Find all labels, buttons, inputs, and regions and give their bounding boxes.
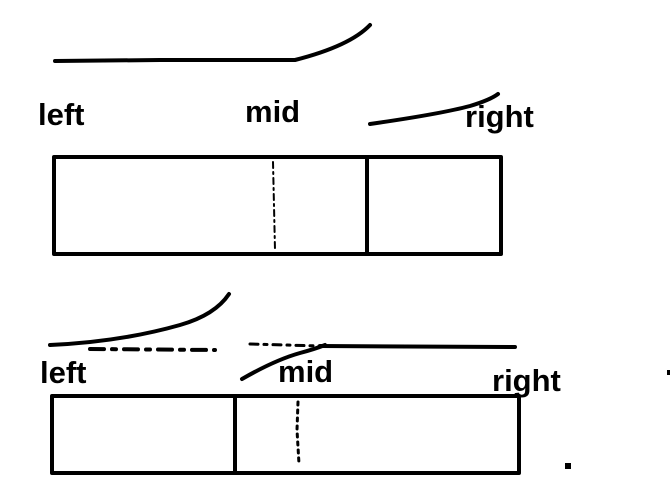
bottom-label-left: left (40, 355, 87, 390)
top-label-mid: mid (245, 94, 300, 129)
bottom-dashed-line (88, 347, 217, 352)
bottom-dashed-line-2 (248, 342, 322, 348)
bottom-left-curve (48, 292, 231, 347)
top-curve (53, 23, 372, 63)
top-right-squiggle (368, 92, 500, 126)
top-label-left: left (38, 97, 85, 132)
top-mid-marker (272, 161, 276, 251)
bottom-label-right: right (492, 363, 561, 398)
panel-top (52, 23, 503, 256)
stray-mark (667, 370, 670, 375)
bottom-mid-marker (295, 400, 301, 466)
bottom-flat-line (318, 344, 517, 349)
bottom-label-mid: mid (278, 354, 333, 389)
bottom-mid-squiggle (240, 343, 327, 381)
stray-dot (565, 463, 571, 469)
top-label-right: right (465, 99, 534, 134)
panel-bottom (48, 292, 521, 475)
top-array-box (52, 155, 503, 256)
panel-bottom-labels: left mid right (40, 354, 561, 398)
bottom-array-box (50, 394, 521, 475)
panel-top-labels: left mid right (38, 94, 534, 134)
